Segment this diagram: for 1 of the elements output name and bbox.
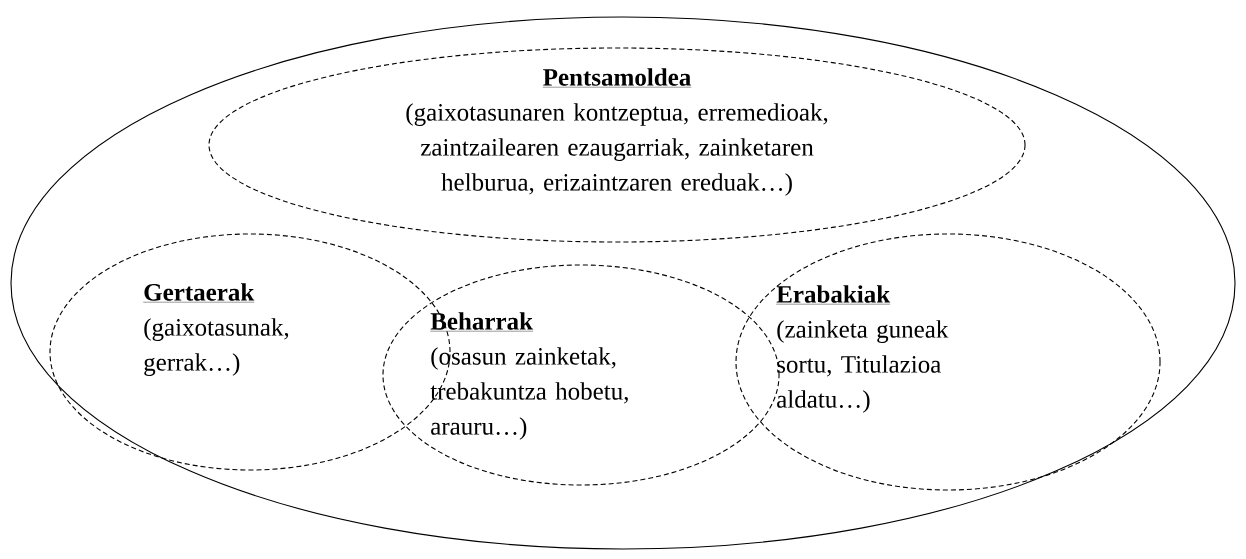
outer-ellipse — [10, 16, 1236, 550]
